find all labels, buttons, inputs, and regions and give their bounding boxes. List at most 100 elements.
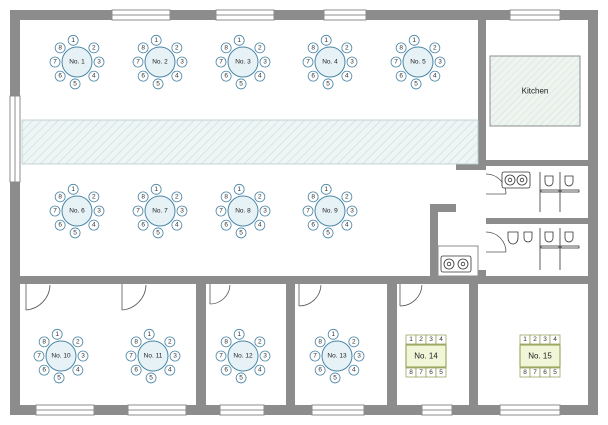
seat-number: 6	[58, 73, 62, 80]
seat-circle	[233, 328, 245, 340]
seat-number: 8	[58, 193, 62, 200]
seat-number: 1	[147, 331, 151, 338]
seat-box	[435, 367, 447, 378]
seat-circle	[307, 191, 319, 203]
seat-number: 8	[224, 338, 228, 345]
seat-circle	[233, 183, 245, 195]
seat-number: 7	[219, 353, 223, 360]
seat-circle	[220, 364, 232, 376]
kitchen: Kitchen	[489, 55, 581, 127]
seat-circle	[132, 205, 144, 217]
seat-circle	[327, 328, 339, 340]
seat-number: 3	[263, 59, 267, 66]
seat-number: 5	[239, 229, 243, 236]
seat-circle	[259, 350, 271, 362]
table-label: No. 14	[414, 352, 438, 361]
seat-number: 4	[553, 336, 557, 343]
seat-number: 4	[258, 222, 262, 229]
seat-number: 2	[352, 338, 356, 345]
seat-number: 1	[237, 37, 241, 44]
table-label: No. 13	[327, 353, 347, 360]
seat-circle	[341, 70, 353, 82]
seat-number: 6	[318, 367, 322, 374]
seat-number: 8	[141, 44, 145, 51]
seat-circle	[341, 42, 353, 54]
seat-number: 6	[311, 222, 315, 229]
table-top	[227, 46, 259, 78]
table-top	[61, 195, 93, 227]
seat-number: 4	[439, 336, 443, 343]
seat-number: 5	[414, 80, 418, 87]
seat-number: 6	[224, 73, 228, 80]
seat-circle	[145, 372, 157, 384]
seat-circle	[320, 183, 332, 195]
seat-circle	[137, 219, 149, 231]
seat-circle	[254, 191, 266, 203]
seat-number: 3	[263, 353, 267, 360]
seat-number: 2	[76, 338, 80, 345]
table-top	[227, 340, 259, 372]
seat-circle	[314, 364, 326, 376]
seat-circle	[88, 42, 100, 54]
seat-number: 5	[73, 80, 77, 87]
seat-circle	[49, 205, 61, 217]
seat-circle	[137, 42, 149, 54]
table-top	[314, 195, 346, 227]
seat-circle	[152, 78, 164, 90]
seat-number: 5	[333, 374, 337, 381]
seat-circle	[150, 34, 162, 46]
seat-number: 4	[92, 73, 96, 80]
seat-circle	[215, 350, 227, 362]
seat-circle	[254, 336, 266, 348]
seat-number: 6	[224, 222, 228, 229]
seat-circle	[171, 219, 183, 231]
seat-circle	[93, 205, 105, 217]
seat-number: 6	[42, 367, 46, 374]
seat-number: 1	[409, 336, 413, 343]
seat-number: 3	[173, 353, 177, 360]
seat-circle	[341, 219, 353, 231]
seat-box	[549, 367, 561, 378]
seat-circle	[137, 191, 149, 203]
seat-circle	[176, 205, 188, 217]
kitchen-label: Kitchen	[522, 87, 549, 96]
seat-circle	[254, 42, 266, 54]
seat-number: 7	[533, 369, 537, 376]
seat-number: 7	[313, 353, 317, 360]
seat-box	[549, 334, 561, 345]
seat-number: 6	[141, 222, 145, 229]
seat-number: 2	[258, 193, 262, 200]
table-top	[45, 340, 77, 372]
seat-circle	[171, 70, 183, 82]
seat-number: 1	[237, 331, 241, 338]
seat-number: 6	[311, 73, 315, 80]
seat-circle	[235, 78, 247, 90]
seat-circle	[72, 364, 84, 376]
seat-circle	[259, 56, 271, 68]
table-label: No. 8	[235, 208, 251, 215]
seat-number: 3	[350, 208, 354, 215]
table-label: No. 11	[144, 353, 163, 360]
seat-circle	[53, 372, 65, 384]
seat-circle	[150, 183, 162, 195]
seat-circle	[130, 364, 142, 376]
seat-circle	[51, 328, 63, 340]
seat-circle	[69, 78, 81, 90]
seat-circle	[169, 350, 181, 362]
seat-number: 4	[92, 222, 96, 229]
seat-circle	[38, 364, 50, 376]
seat-circle	[235, 372, 247, 384]
seat-number: 7	[136, 59, 140, 66]
seat-circle	[395, 42, 407, 54]
seat-number: 5	[439, 369, 443, 376]
seat-number: 5	[57, 374, 61, 381]
seat-number: 5	[553, 369, 557, 376]
seat-circle	[69, 227, 81, 239]
seat-number: 5	[149, 374, 153, 381]
seat-number: 4	[76, 367, 80, 374]
seat-number: 4	[352, 367, 356, 374]
seat-number: 3	[438, 59, 442, 66]
